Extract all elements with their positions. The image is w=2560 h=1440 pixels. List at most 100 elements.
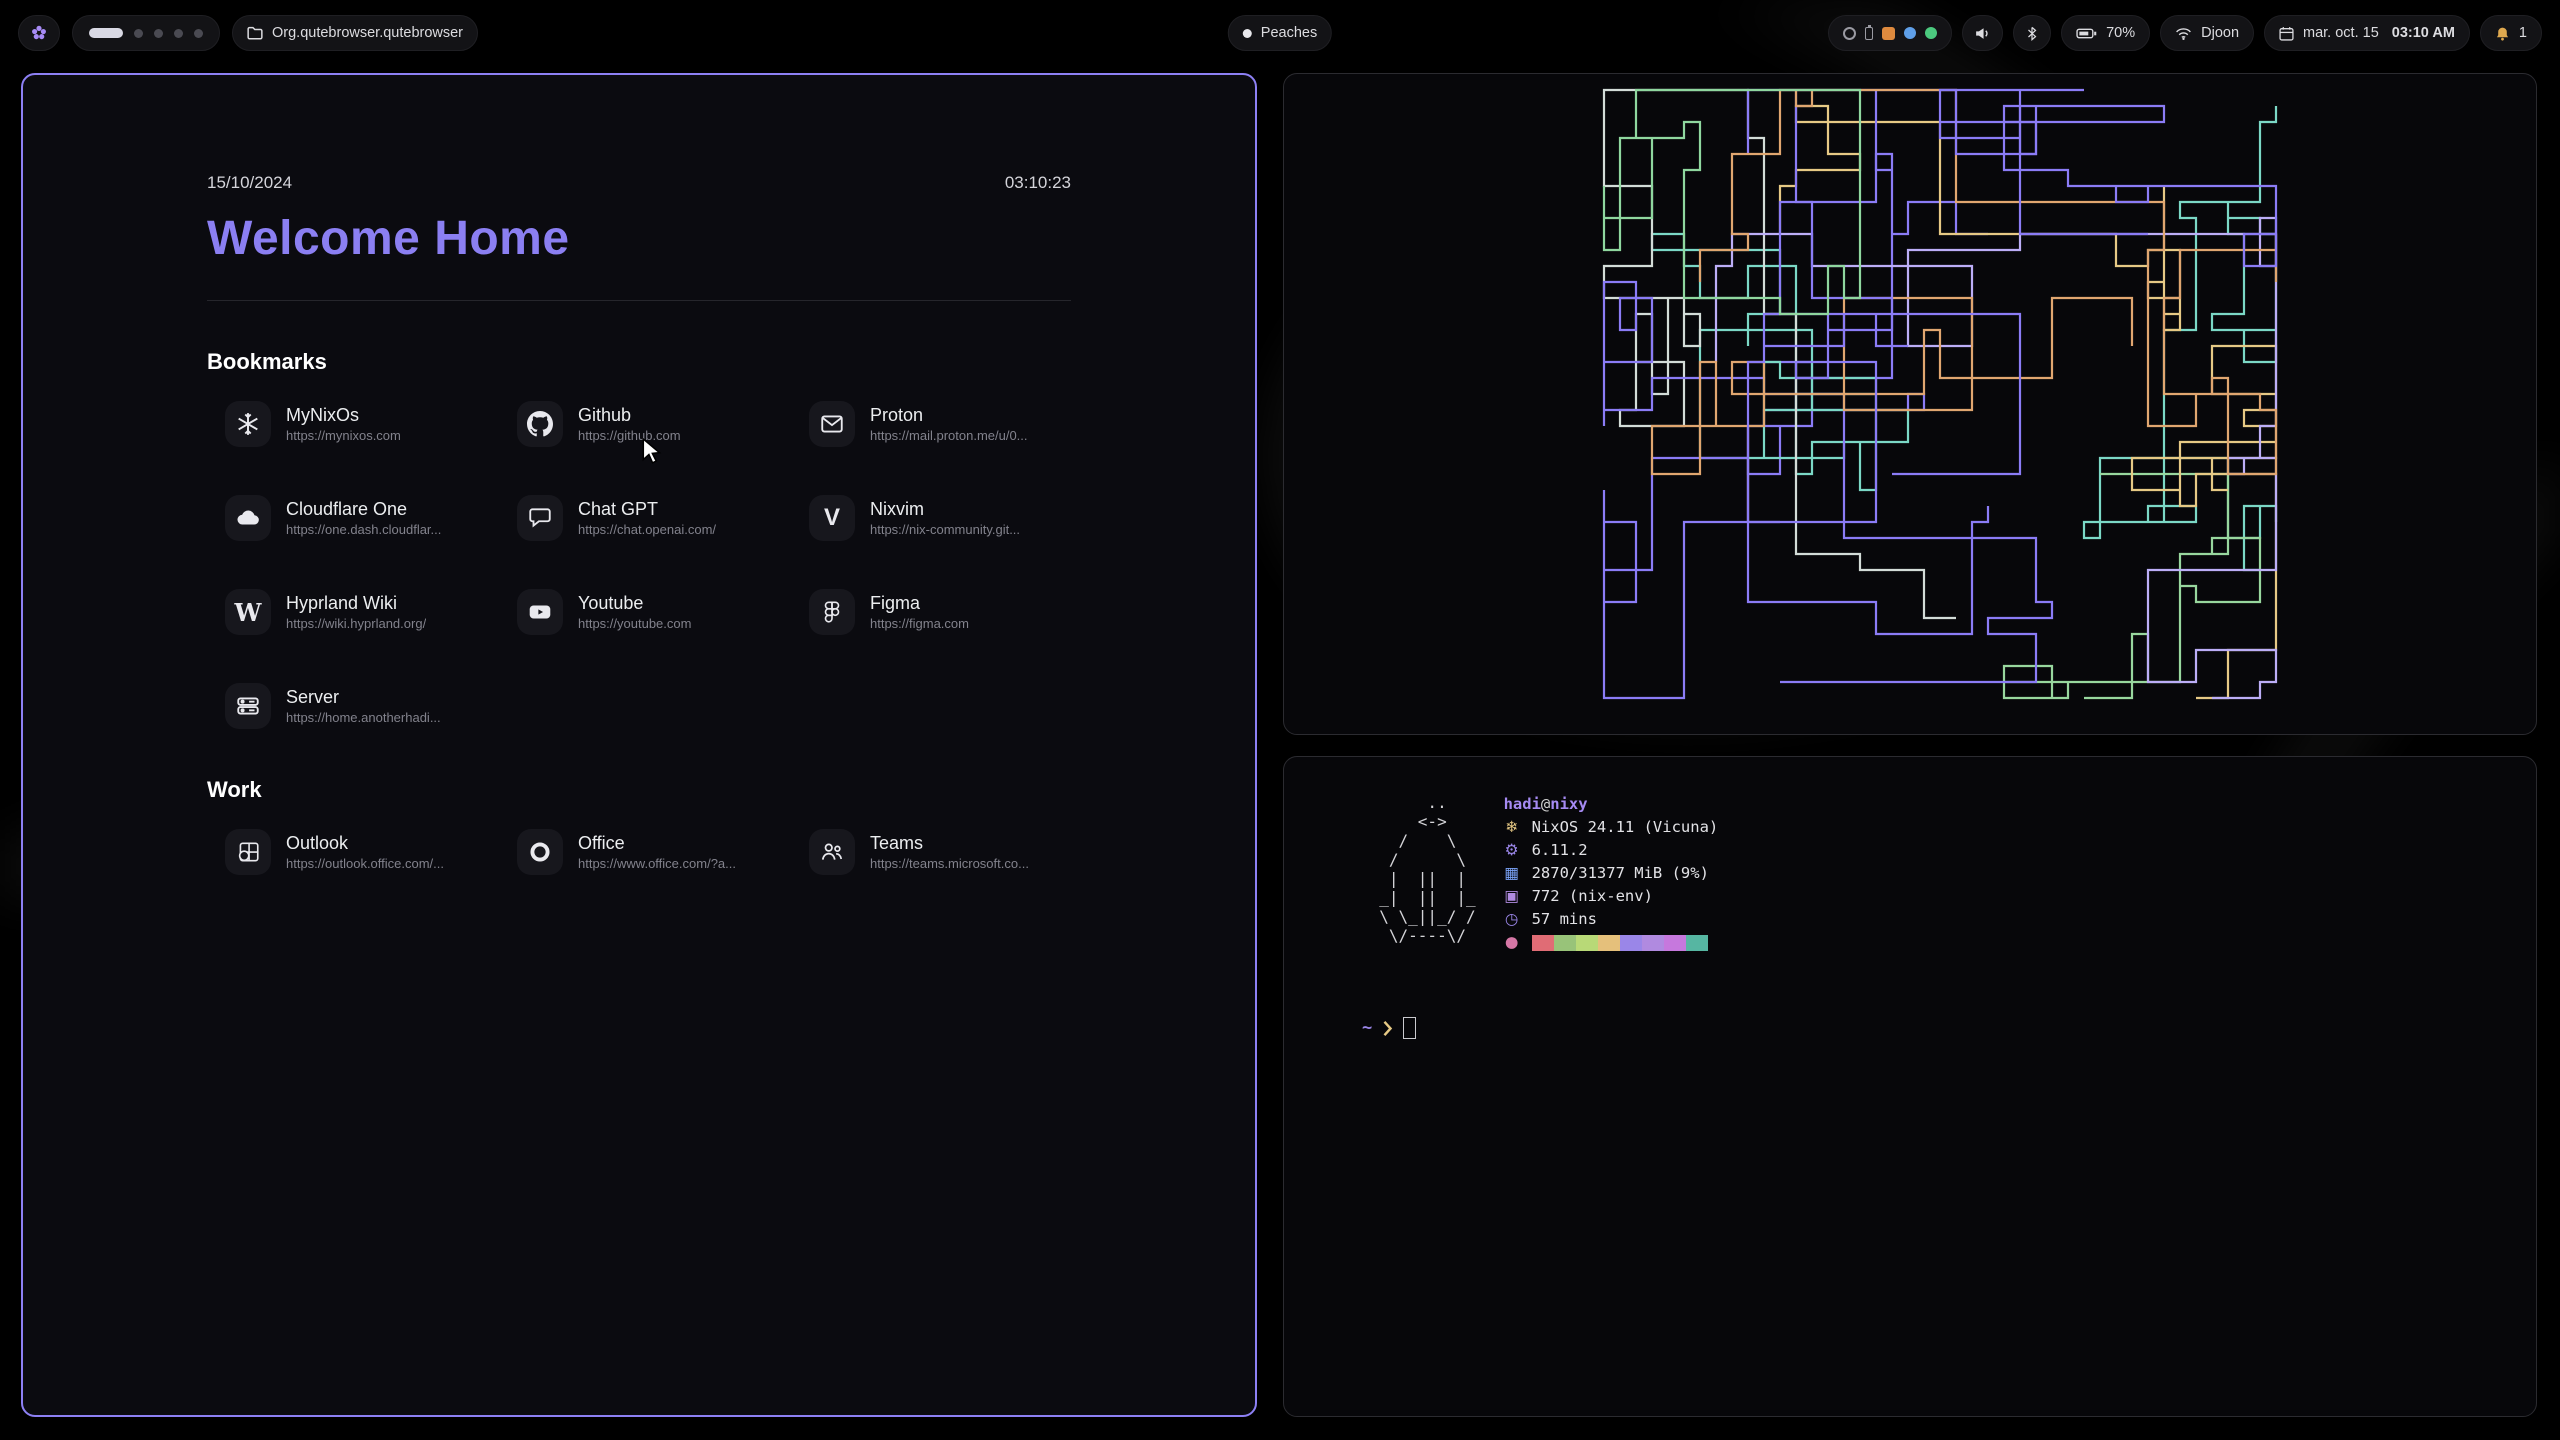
bookmark-item-github[interactable]: Github https://github.com xyxy=(517,401,809,447)
bookmark-name: Proton xyxy=(870,404,924,425)
bookmark-item-outlook[interactable]: Outlook https://outlook.office.com/... xyxy=(225,829,517,875)
palette-swatch xyxy=(1553,934,1576,951)
palette-swatch xyxy=(1597,934,1620,951)
qutebrowser-window: 15/10/2024 03:10:23 Welcome Home Bookmar… xyxy=(21,73,1257,1417)
bookmark-sections: Bookmarks MyNixOs https://mynixos.com Gi… xyxy=(207,349,1071,875)
fetch-line-icon: ⚙ xyxy=(1504,841,1519,859)
proton-icon xyxy=(809,401,855,447)
palette-swatch xyxy=(1531,934,1554,951)
fetch-line: ⚙6.11.2 xyxy=(1504,839,1719,862)
tray-green-icon[interactable] xyxy=(1925,27,1938,39)
bookmark-item-proton[interactable]: Proton https://mail.proton.me/u/0... xyxy=(809,401,1101,447)
network-indicator[interactable]: Djoon xyxy=(2160,15,2255,51)
clock-time: 03:10 AM xyxy=(2391,25,2455,41)
palette-swatch xyxy=(1685,934,1708,951)
fetch-line-text: NixOS 24.11 (Vicuna) xyxy=(1531,818,1719,836)
bookmark-name: Server xyxy=(286,686,340,707)
figma-icon xyxy=(809,589,855,635)
launcher-button[interactable] xyxy=(18,15,60,51)
wifi-icon xyxy=(2176,27,2192,40)
fetch-line: ◷57 mins xyxy=(1504,908,1719,931)
youtube-icon xyxy=(517,589,563,635)
bluetooth-button[interactable] xyxy=(2013,15,2052,51)
system-tray[interactable] xyxy=(1828,15,1953,51)
page-title: Welcome Home xyxy=(207,212,570,265)
clock-date: mar. oct. 15 xyxy=(2303,25,2379,41)
battery-icon xyxy=(2076,28,2097,38)
terminal-pipes-window[interactable] xyxy=(1283,73,2537,735)
bookmark-name: Figma xyxy=(870,592,921,613)
media-chip[interactable]: Peaches xyxy=(1227,15,1333,51)
section-heading-bookmarks: Bookmarks xyxy=(207,349,327,374)
bookmark-item-figma[interactable]: Figma https://figma.com xyxy=(809,589,1101,635)
bookmark-url: https://www.office.com/?a... xyxy=(578,856,736,872)
bell-icon xyxy=(2496,27,2508,41)
bookmark-url: https://chat.openai.com/ xyxy=(578,522,717,538)
notification-chip[interactable]: 1 xyxy=(2479,15,2542,51)
workspace-dot[interactable] xyxy=(134,28,143,38)
bookmark-name: Youtube xyxy=(578,592,644,613)
palette-swatch xyxy=(1619,934,1642,951)
startpage-content: 15/10/2024 03:10:23 Welcome Home Bookmar… xyxy=(23,75,1255,875)
active-window-title: Org.qutebrowser.qutebrowser xyxy=(272,25,464,41)
workspace-dot[interactable] xyxy=(174,28,183,38)
fetch-line-text: 2870/31377 MiB (9%) xyxy=(1531,864,1709,882)
bookmark-url: https://mail.proton.me/u/0... xyxy=(870,428,1028,444)
active-window-chip[interactable]: Org.qutebrowser.qutebrowser xyxy=(232,15,479,51)
tray-orange-icon[interactable] xyxy=(1882,26,1896,40)
speaker-icon xyxy=(1976,27,1988,39)
battery-percent: 70% xyxy=(2106,25,2136,41)
tray-ring-icon[interactable] xyxy=(1843,26,1857,40)
bookmark-item-server[interactable]: Server https://home.anotherhadi... xyxy=(225,683,517,729)
bookmark-item-office[interactable]: Office https://www.office.com/?a... xyxy=(517,829,809,875)
mynixos-icon xyxy=(225,401,271,447)
bookmark-url: https://nix-community.git... xyxy=(870,522,1021,538)
tray-battery-icon[interactable] xyxy=(1865,24,1874,40)
bookmark-url: https://one.dash.cloudflar... xyxy=(286,522,442,538)
fetch-line-icon: ▣ xyxy=(1504,887,1519,905)
outlook-icon xyxy=(225,829,271,875)
mouse-cursor xyxy=(642,438,662,464)
fetch-line-icon: ▦ xyxy=(1504,864,1519,882)
workspace-dot[interactable] xyxy=(154,28,163,38)
bookmark-item-chatgpt[interactable]: Chat GPT https://chat.openai.com/ xyxy=(517,495,809,541)
nixvim-icon: V xyxy=(809,495,855,541)
clock-chip[interactable]: mar. oct. 15 03:10 AM xyxy=(2264,15,2470,51)
bookmark-name: Teams xyxy=(870,832,924,853)
calendar-icon xyxy=(2279,26,2294,41)
status-bar-right: 70% Djoon mar. oct. 15 03:10 AM xyxy=(1828,15,2542,51)
pipes-screensaver xyxy=(1602,88,2278,700)
status-bar: Org.qutebrowser.qutebrowser Peaches xyxy=(0,12,2560,54)
bookmark-item-nixvim[interactable]: V Nixvim https://nix-community.git... xyxy=(809,495,1101,541)
fetch-line: ❄ NixOS 24.11 (Vicuna) xyxy=(1504,816,1719,839)
palette-swatch xyxy=(1641,934,1664,951)
workspace-dot[interactable] xyxy=(194,28,203,38)
workspace-indicator[interactable] xyxy=(72,15,220,51)
terminal-fastfetch-window[interactable]: .. <-> / \ / \ | || | _| || |_ \ \_||_/ … xyxy=(1283,756,2537,1417)
office-icon xyxy=(517,829,563,875)
bookmark-item-youtube[interactable]: Youtube https://youtube.com xyxy=(517,589,809,635)
fetch-line-icon: ❄ xyxy=(1505,818,1519,836)
bookmark-item-teams[interactable]: Teams https://teams.microsoft.co... xyxy=(809,829,1101,875)
bookmark-url: https://github.com xyxy=(578,428,681,444)
volume-button[interactable] xyxy=(1962,15,2004,51)
terminal-color-palette xyxy=(1531,934,1708,951)
hyprland-wiki-icon: W xyxy=(225,589,271,635)
workspace-active-pill[interactable] xyxy=(89,28,123,38)
bookmark-item-hyprland-wiki[interactable]: W Hyprland Wiki https://wiki.hyprland.or… xyxy=(225,589,517,635)
bookmark-item-cloudflare[interactable]: Cloudflare One https://one.dash.cloudfla… xyxy=(225,495,517,541)
bookmark-name: Chat GPT xyxy=(578,498,659,519)
tray-blue-icon[interactable] xyxy=(1904,27,1917,39)
nix-flower-icon xyxy=(32,25,46,40)
status-bar-center: Peaches xyxy=(1227,15,1333,51)
bookmark-name: Office xyxy=(578,832,625,853)
section-heading-work: Work xyxy=(207,777,262,802)
battery-indicator[interactable]: 70% xyxy=(2061,15,2151,51)
folder-icon xyxy=(247,26,263,40)
bookmark-item-mynixos[interactable]: MyNixOs https://mynixos.com xyxy=(225,401,517,447)
terminal-cursor xyxy=(1403,1017,1417,1039)
notification-count: 1 xyxy=(2518,25,2527,41)
shell-prompt[interactable]: ~ xyxy=(1362,1017,1417,1039)
divider xyxy=(207,300,1071,301)
bookmark-url: https://figma.com xyxy=(870,616,969,632)
